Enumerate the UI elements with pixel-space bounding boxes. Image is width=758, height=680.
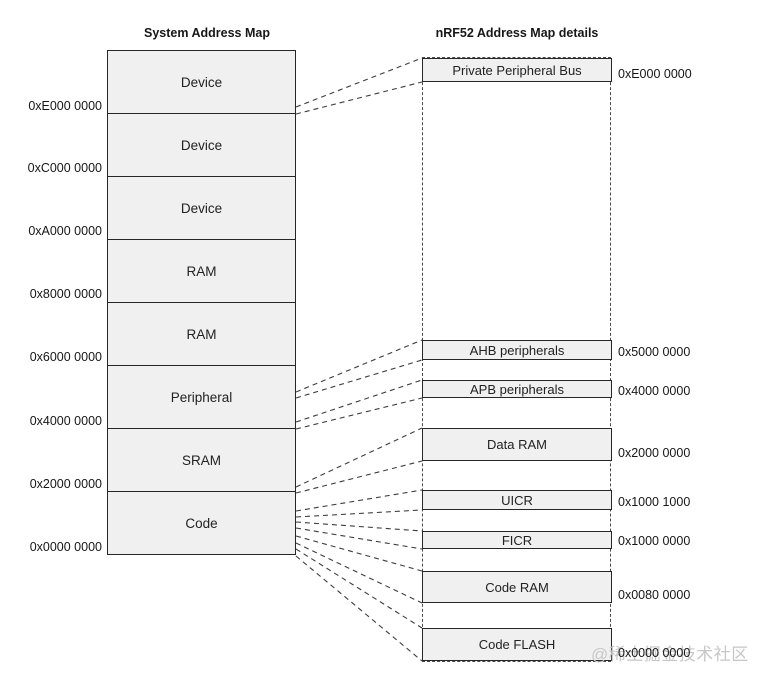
connector-line [295,339,423,393]
detail-box-label: APB peripherals [470,381,564,397]
detail-box-code-ram: Code RAM [422,571,612,603]
connector-line [295,397,423,430]
connector-line [295,548,423,629]
system-address-map-column: Device Device Device RAM RAM Peripheral … [107,50,296,555]
connector-line [295,535,423,572]
detail-box-label: Data RAM [487,437,547,452]
address-label: 0x4000 0000 [29,414,102,428]
detail-box-label: AHB peripherals [469,342,565,358]
connector-line [295,527,423,550]
connector-line [295,57,423,108]
mem-block-label: RAM [186,326,217,342]
connector-line [295,542,423,604]
mem-block-peripheral: Peripheral [108,366,295,429]
address-label: 0xE000 0000 [28,99,102,113]
mem-block-label: SRAM [181,452,221,468]
connector-line [295,359,423,399]
connector-line [295,460,423,494]
mem-block-code: Code [108,492,295,554]
connector-line [295,489,423,512]
mem-block-ram-8000: RAM [108,240,295,303]
mem-block-device-a000: Device [108,177,295,240]
detail-box-private-peripheral-bus: Private Peripheral Bus [422,58,612,82]
connector-line [295,427,423,488]
mem-block-label: Code [185,515,218,531]
address-label: 0x5000 0000 [618,345,691,359]
watermark: @稀土掘金技术社区 [591,645,749,664]
mem-block-device-c000: Device [108,114,295,177]
address-label: 0x6000 0000 [29,350,102,364]
address-label: 0xC000 0000 [27,161,102,175]
connector-line [295,509,423,518]
address-label: 0xE000 0000 [618,67,692,81]
address-label: 0x4000 0000 [618,384,691,398]
left-column-title: System Address Map [144,26,270,40]
detail-box-label: Code FLASH [478,637,556,652]
detail-box-data-ram: Data RAM [422,428,612,461]
address-label: 0x0000 0000 [29,540,102,554]
right-column-title: nRF52 Address Map details [435,26,599,40]
address-label: 0x8000 0000 [29,287,102,301]
address-label: 0xA000 0000 [28,224,102,238]
mem-block-label: Device [180,74,223,90]
address-label: 0x1000 0000 [618,534,691,548]
detail-box-label: UICR [501,492,533,508]
address-label: 0x0000 0000 [618,646,691,660]
connector-line [295,555,423,662]
detail-box-apb-peripherals: APB peripherals [422,380,612,398]
mem-block-label: Peripheral [170,389,233,405]
address-label: 0x1000 1000 [618,495,691,509]
detail-box-code-flash: Code FLASH [422,628,612,661]
mem-block-label: Device [180,200,223,216]
mem-block-device-e000: Device [108,51,295,114]
mem-block-sram: SRAM [108,429,295,492]
mem-block-label: RAM [186,263,217,279]
address-label: 0x2000 0000 [29,477,102,491]
connector-line [295,81,423,115]
detail-box-ficr: FICR [422,531,612,549]
detail-box-ahb-peripherals: AHB peripherals [422,340,612,360]
connector-line [295,521,423,532]
detail-box-label: Private Peripheral Bus [452,62,582,78]
mem-block-ram-6000: RAM [108,303,295,366]
detail-box-uicr: UICR [422,490,612,510]
detail-box-label: FICR [501,532,533,548]
address-label: 0x2000 0000 [618,446,691,460]
connector-line [295,379,423,423]
mem-block-label: Device [180,137,223,153]
address-label: 0x0080 0000 [618,588,691,602]
detail-box-label: Code RAM [485,579,549,595]
